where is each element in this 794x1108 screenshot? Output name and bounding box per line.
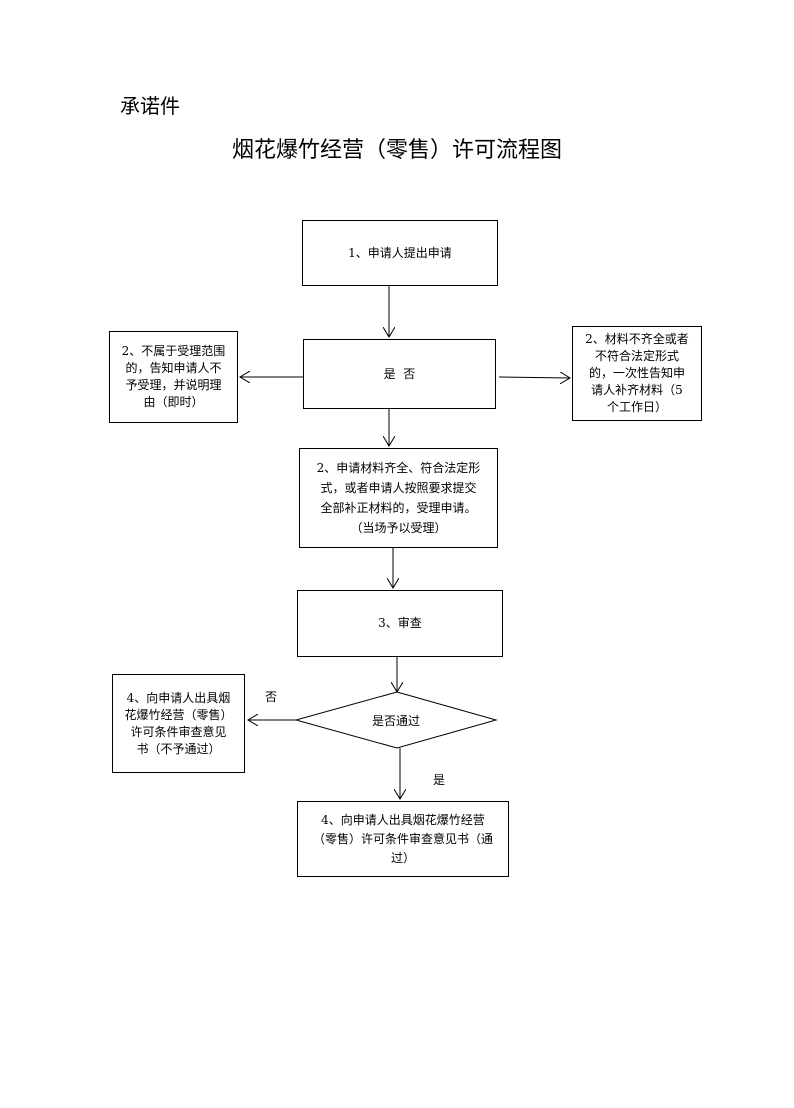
arrow-check-to-supplement	[498, 377, 570, 378]
node-fail-line: 4、向申请人出具烟	[126, 690, 231, 705]
node-reject-line: 的，告知申请人不	[125, 361, 222, 375]
node-supplement-line: 不符合法定形式	[594, 349, 679, 363]
node-reject-line: 予受理，并说明理	[125, 378, 222, 392]
edge-label-yes: 是	[433, 773, 446, 787]
node-pass-line: 过）	[390, 850, 415, 865]
node-fail-line: 许可条件审查意见	[130, 724, 227, 739]
node-reject-line: 2、不属于受理范围	[121, 344, 226, 358]
node-fail-line: 花爆竹经营（零售）	[124, 707, 233, 722]
node-accept: 2、申请材料齐全、符合法定形 式，或者申请人按照要求提交 全部补正材料的，受理申…	[299, 448, 498, 548]
node-pass-line: （零售）许可条件审查意见书（通	[312, 831, 493, 846]
node-supplement: 2、材料不齐全或者 不符合法定形式 的，一次性告知申 请人补齐材料（5 个工作日…	[572, 326, 702, 421]
node-supplement-line: 2、材料不齐全或者	[585, 332, 689, 346]
node-check: 是 否	[303, 339, 496, 409]
node-review-text: 3、审查	[378, 616, 422, 630]
node-decision-text: 是否通过	[371, 714, 420, 728]
node-apply: 1、申请人提出申请	[302, 220, 498, 286]
node-check-text: 是 否	[383, 366, 416, 381]
edge-label-no: 否	[265, 690, 278, 704]
node-supplement-line: 个工作日）	[606, 400, 667, 414]
node-pass: 4、向申请人出具烟花爆竹经营 （零售）许可条件审查意见书（通 过）	[297, 801, 509, 877]
node-supplement-line: 请人补齐材料（5	[591, 383, 683, 397]
node-supplement-line: 的，一次性告知申	[588, 366, 685, 380]
node-accept-line: 2、申请材料齐全、符合法定形	[316, 461, 481, 475]
node-reject-line: 由（即时）	[143, 395, 204, 409]
node-fail-line: 书（不予通过）	[136, 741, 221, 756]
node-accept-line: （当场予以受理）	[350, 521, 447, 535]
node-fail: 4、向申请人出具烟 花爆竹经营（零售） 许可条件审查意见 书（不予通过）	[112, 674, 245, 773]
decision-diamond	[294, 691, 498, 749]
node-apply-text: 1、申请人提出申请	[348, 245, 452, 260]
node-accept-line: 式，或者申请人按照要求提交	[320, 481, 477, 495]
node-pass-line: 4、向申请人出具烟花爆竹经营	[321, 812, 485, 827]
node-accept-line: 全部补正材料的，受理申请。	[320, 501, 477, 515]
diagram-title: 烟花爆竹经营（零售）许可流程图	[231, 138, 562, 163]
node-reject: 2、不属于受理范围 的，告知申请人不 予受理，并说明理 由（即时）	[109, 331, 238, 423]
node-review: 3、审查	[297, 590, 503, 657]
header-label: 承诺件	[120, 94, 180, 118]
